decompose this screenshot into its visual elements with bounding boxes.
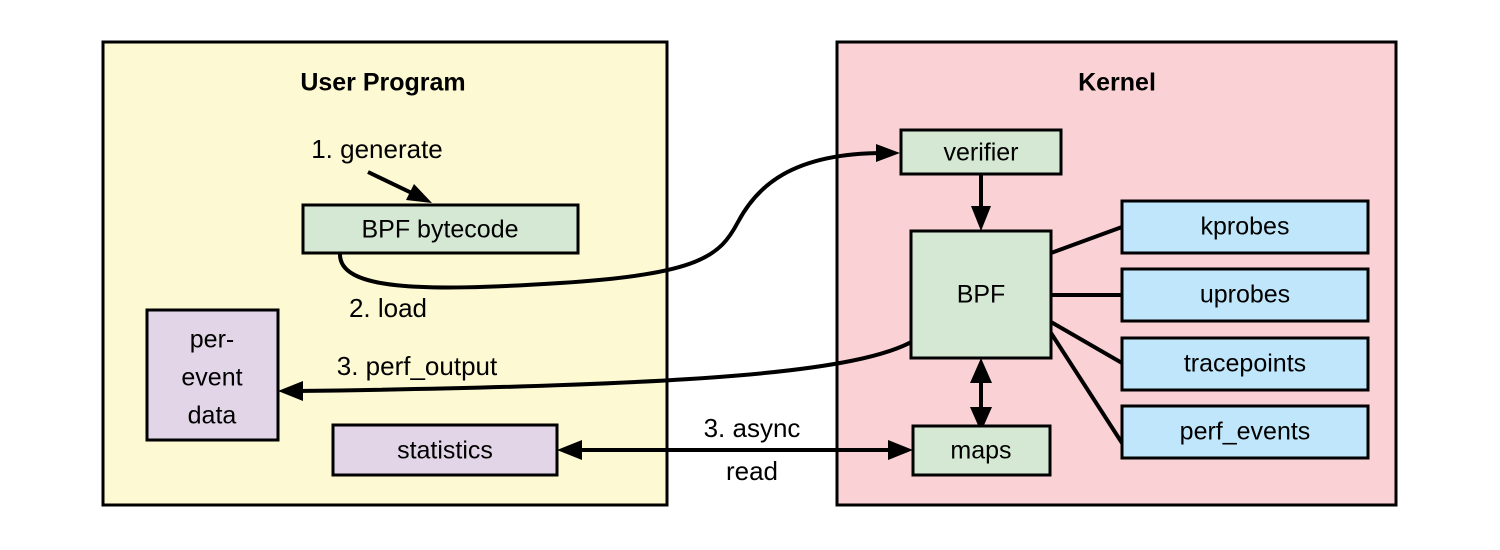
panel-title-kernel: Kernel [1078,69,1156,97]
node-tracepoints[interactable]: tracepoints [1120,336,1370,392]
node-verifier[interactable]: verifier [899,128,1063,176]
node-label-perf-events: perf_events [1180,418,1311,446]
arrow-verifier-to-bpf [971,174,991,231]
node-label-bpf: BPF [957,281,1006,309]
node-label-verifier: verifier [943,139,1018,167]
arrow-bytecode-to-verifier [337,144,900,290]
node-label-kprobes: kprobes [1201,213,1290,241]
node-uprobes[interactable]: uprobes [1120,267,1370,323]
edge-label-load: 2. load [349,293,427,323]
node-label-tracepoints: tracepoints [1184,350,1306,378]
arrow-maps-to-statistics [557,440,913,460]
node-bpf[interactable]: BPF [909,229,1053,360]
node-statistics[interactable]: statistics [331,423,559,477]
node-per-event-data[interactable]: per- event data [145,308,280,442]
arrow-generate-to-bytecode [367,170,432,203]
edge-label-async-read-line2: read [726,456,778,486]
edge-label-perf-output: 3. perf_output [337,351,498,381]
node-label-bpf-bytecode: BPF bytecode [361,216,518,244]
node-maps[interactable]: maps [911,424,1052,477]
node-bpf-bytecode[interactable]: BPF bytecode [301,203,580,255]
arrow-bpf-to-per-event-data [278,338,917,401]
node-label-per-event-data-line1: per- [190,326,234,354]
edge-label-async-read-line1: 3. async [704,413,801,443]
arrow-bpf-maps-bidirectional [970,358,992,432]
line-bpf-to-tracepoints [1049,320,1124,365]
node-label-uprobes: uprobes [1200,281,1290,309]
panel-title-user-program: User Program [300,69,465,97]
node-kprobes[interactable]: kprobes [1120,199,1370,255]
node-label-statistics: statistics [397,437,493,465]
node-label-per-event-data-line2: event [181,364,242,392]
node-label-per-event-data-line3: data [188,402,237,430]
line-bpf-to-perf-events [1049,331,1124,445]
node-perf-events[interactable]: perf_events [1120,404,1370,460]
edge-label-generate: 1. generate [311,134,443,164]
line-bpf-to-kprobes [1050,225,1123,255]
node-label-maps: maps [950,437,1011,465]
